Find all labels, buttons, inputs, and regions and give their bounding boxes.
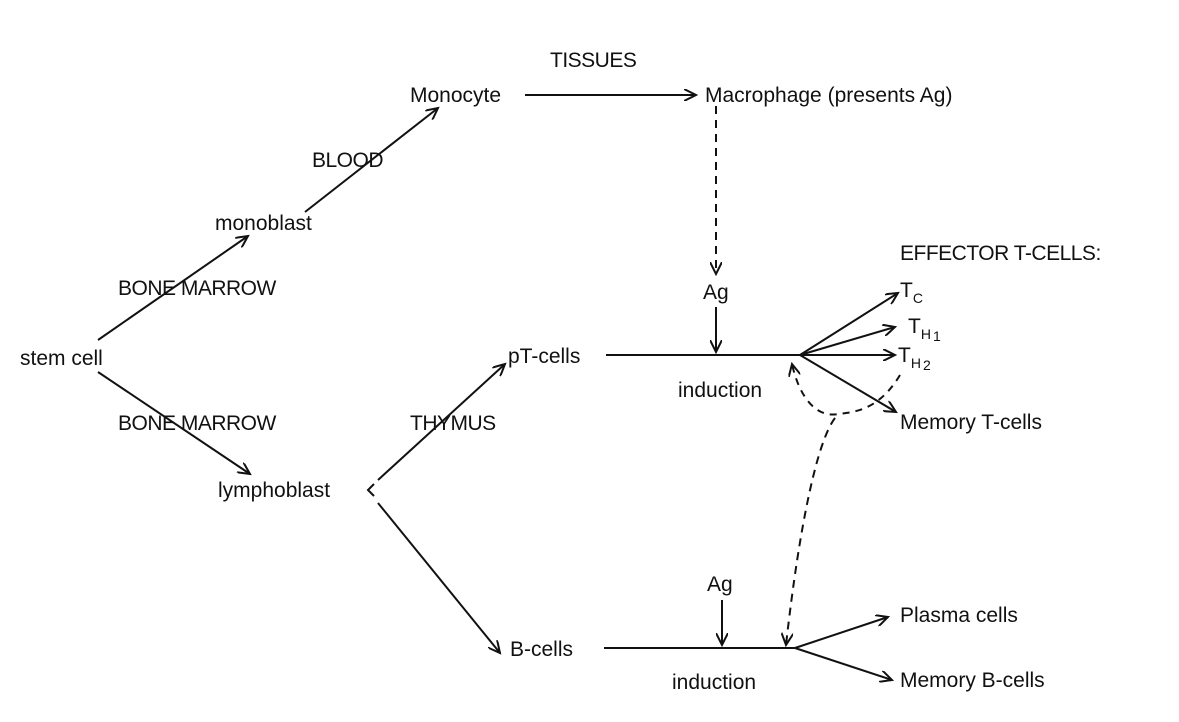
label-th2-sub2: 2 bbox=[922, 357, 931, 373]
label-monocyte: Monocyte bbox=[410, 84, 502, 107]
label-tc-sub: C bbox=[912, 290, 923, 306]
arrow-lymphoblast-to-pt-cells bbox=[377, 364, 505, 481]
label-bone-marrow-upper: BONE MARROW bbox=[118, 277, 276, 300]
label-blood: BLOOD bbox=[312, 149, 384, 172]
label-monoblast: monoblast bbox=[215, 212, 312, 235]
label-th1-main: T bbox=[908, 315, 921, 338]
label-ag-lower: Ag bbox=[707, 573, 733, 596]
label-th1-sub2: 1 bbox=[932, 328, 941, 344]
label-memory-b-cells: Memory B-cells bbox=[900, 669, 1045, 692]
arrow-stem-to-lymphoblast bbox=[97, 371, 250, 474]
arrow-to-tc bbox=[799, 293, 898, 356]
label-memory-t-cells: Memory T-cells bbox=[900, 411, 1042, 434]
arrow-to-plasma-cells bbox=[794, 617, 888, 649]
dashed-t-b-connector bbox=[786, 417, 836, 645]
label-tc-main: T bbox=[900, 279, 913, 302]
lymphoblast-bracket bbox=[366, 483, 375, 497]
label-b-cells: B-cells bbox=[510, 638, 574, 661]
label-induction-lower: induction bbox=[672, 671, 757, 694]
label-tissues: TISSUES bbox=[550, 49, 637, 72]
dashed-feedback-loop bbox=[792, 364, 901, 416]
label-plasma-cells: Plasma cells bbox=[900, 604, 1018, 627]
label-th2-sub: H bbox=[910, 355, 921, 371]
label-macrophage: Macrophage (presents Ag) bbox=[705, 84, 953, 107]
arrow-to-memory-t bbox=[799, 354, 896, 412]
arrow-lymphoblast-to-b-cells bbox=[377, 502, 500, 653]
label-tc: TC bbox=[900, 279, 923, 305]
label-bone-marrow-lower: BONE MARROW bbox=[118, 412, 276, 435]
label-stem-cell: stem cell bbox=[20, 347, 103, 370]
label-induction-upper: induction bbox=[678, 379, 763, 402]
label-effector-t-cells: EFFECTOR T-CELLS: bbox=[900, 242, 1101, 265]
label-th2-main: T bbox=[898, 344, 911, 367]
label-th1-sub: H bbox=[920, 326, 931, 342]
label-thymus: THYMUS bbox=[410, 412, 496, 435]
arrow-monoblast-to-monocyte bbox=[304, 108, 438, 213]
arrow-stem-to-monoblast bbox=[97, 236, 248, 341]
label-lymphoblast: lymphoblast bbox=[218, 479, 331, 502]
label-ag-upper: Ag bbox=[703, 281, 729, 304]
label-pt-cells: pT-cells bbox=[508, 345, 581, 368]
arrow-to-th1 bbox=[799, 327, 895, 356]
arrow-to-memory-b bbox=[794, 647, 892, 680]
